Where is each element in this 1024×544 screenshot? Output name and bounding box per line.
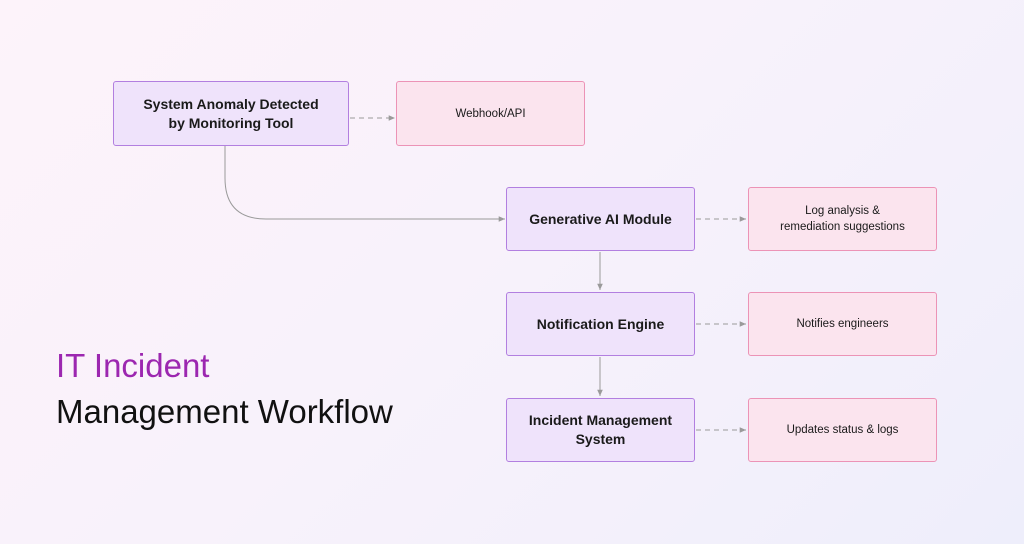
node-notifies-engineers: Notifies engineers xyxy=(748,292,937,356)
node-anomaly-detected: System Anomaly Detected by Monitoring To… xyxy=(113,81,349,146)
diagram-title-line-1: IT Incident xyxy=(56,347,210,384)
node-updates-status-logs: Updates status & logs xyxy=(748,398,937,462)
node-incident-management-system: Incident Management System xyxy=(506,398,695,462)
node-log-analysis: Log analysis & remediation suggestions xyxy=(748,187,937,251)
node-notification-engine: Notification Engine xyxy=(506,292,695,356)
diagram-title-line-2: Management Workflow xyxy=(56,393,393,430)
node-webhook-api: Webhook/API xyxy=(396,81,585,146)
node-generative-ai-module: Generative AI Module xyxy=(506,187,695,251)
connector-anomaly-to-genai xyxy=(224,146,505,222)
